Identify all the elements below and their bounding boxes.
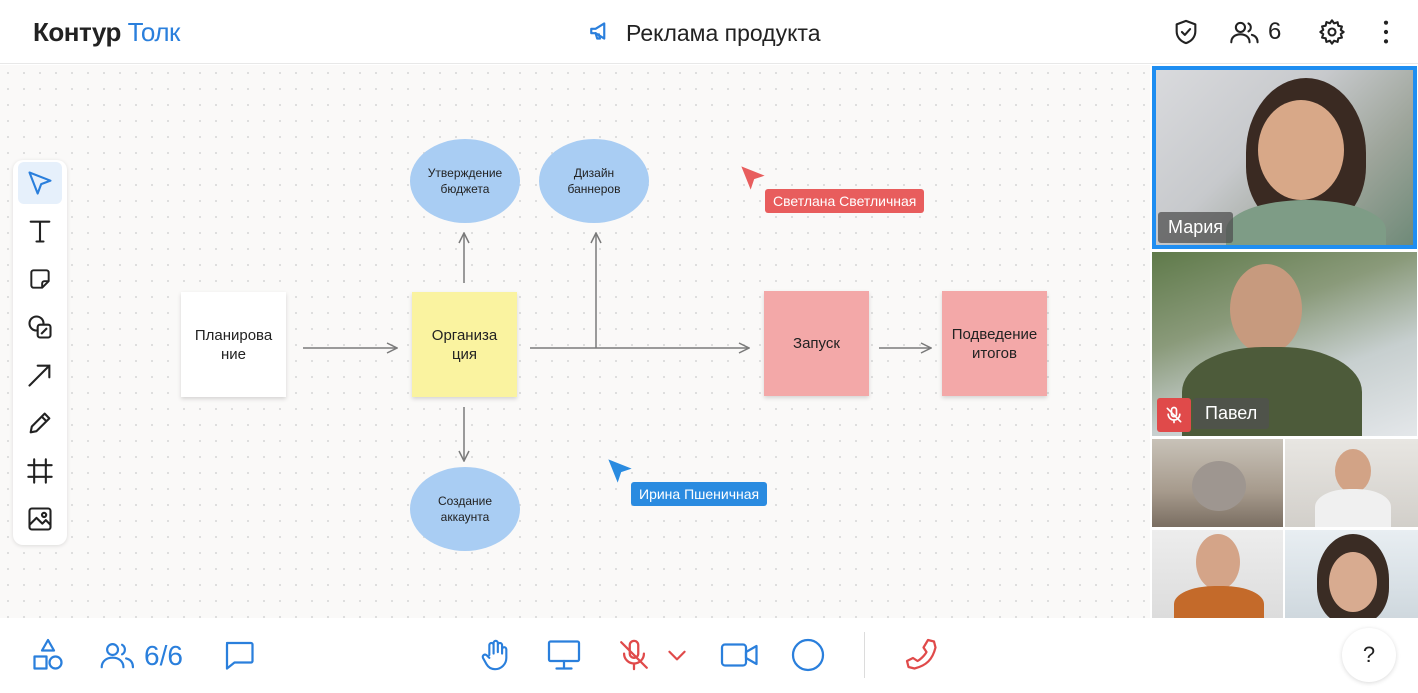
text-tool[interactable] [18, 210, 62, 252]
toolbar-divider [864, 632, 865, 678]
cursor-arrow-icon [741, 166, 765, 190]
participants-ratio[interactable]: 6/6 [144, 640, 183, 671]
video-tile-participant-6[interactable] [1285, 530, 1418, 618]
sticky-note-tool[interactable] [18, 258, 62, 300]
connectors-layer [303, 65, 1150, 618]
participant-face [1329, 552, 1377, 612]
sticky-note-icon [30, 269, 50, 289]
oval-budget-approval[interactable]: Утверждение бюджета [410, 139, 520, 223]
video-tile-maria[interactable]: Мария [1152, 66, 1417, 249]
sticky-launch[interactable]: Запуск [764, 291, 869, 396]
participants-icon[interactable] [1229, 18, 1259, 46]
meeting-title-text: Реклама продукта [626, 20, 821, 46]
cursor-label-irina: Ирина Пшеничная [631, 482, 768, 506]
frame-icon [27, 458, 53, 484]
shapes-apps-icon [33, 638, 63, 670]
image-tool[interactable] [18, 498, 62, 540]
camera-icon [720, 643, 758, 667]
participant-face [1192, 461, 1246, 511]
video-tile-participant-4[interactable] [1285, 439, 1418, 527]
participant-name-label: Мария [1158, 212, 1234, 243]
participant-shoulders [1315, 489, 1391, 527]
cursor-arrow-icon [608, 459, 632, 483]
app-logo[interactable]: Контур Толк [33, 17, 180, 48]
video-tile-pavel[interactable]: Павел [1152, 252, 1417, 436]
bottom-control-bar: 6/6 ? [0, 618, 1418, 693]
shapes-icon [28, 315, 52, 339]
megaphone-icon [588, 18, 614, 49]
chat-button[interactable] [220, 636, 258, 674]
apps-button[interactable] [29, 636, 67, 674]
arrow-tool[interactable] [18, 354, 62, 396]
screen-share-button[interactable] [545, 636, 583, 674]
gear-icon[interactable] [1318, 18, 1346, 46]
hang-up-button[interactable] [903, 636, 941, 674]
muted-mic-icon [1157, 398, 1191, 432]
camera-button[interactable] [719, 636, 761, 674]
sticky-results[interactable]: Подведение итогов [942, 291, 1047, 396]
drawing-toolbar [13, 160, 67, 545]
oval-account-creation[interactable]: Создание аккаунта [410, 467, 520, 551]
screen-share-icon [547, 640, 581, 670]
participant-shoulders [1174, 586, 1264, 618]
select-tool[interactable] [18, 162, 62, 204]
participant-face [1335, 449, 1371, 493]
participants-button[interactable] [99, 636, 137, 674]
phone-icon [905, 638, 937, 670]
shapes-tool[interactable] [18, 306, 62, 348]
oval-banner-design[interactable]: Дизайн баннеров [539, 139, 649, 223]
video-grid: Мария Павел [1151, 65, 1418, 618]
image-icon [28, 507, 52, 531]
pencil-tool[interactable] [18, 402, 62, 444]
microphone-toggle-button[interactable] [615, 636, 653, 674]
sticky-planning[interactable]: Планирова ние [181, 292, 286, 397]
text-icon [29, 220, 51, 243]
whiteboard-canvas[interactable]: Планирова ние Организа ция Запуск Подвед… [0, 65, 1150, 618]
help-button[interactable]: ? [1342, 628, 1396, 682]
security-shield-icon[interactable] [1172, 18, 1200, 46]
participant-face [1230, 264, 1302, 354]
chat-icon [225, 641, 254, 670]
microphone-options-button[interactable] [661, 636, 693, 674]
top-header: Контур Толк Реклама продукта 6 [0, 0, 1418, 64]
chevron-down-icon [668, 650, 686, 661]
logo-part-2: Толк [127, 17, 181, 47]
raise-hand-button[interactable] [476, 636, 514, 674]
logo-part-1: Контур [33, 17, 121, 47]
mic-off-icon [620, 639, 648, 671]
hand-icon [481, 639, 508, 671]
cursor-label-svetlana: Светлана Светличная [765, 189, 925, 213]
record-button[interactable] [789, 636, 827, 674]
circle-icon [791, 638, 825, 672]
participant-face [1258, 100, 1344, 200]
video-tile-participant-5[interactable] [1152, 530, 1283, 618]
meeting-title: Реклама продукта [588, 18, 821, 49]
more-menu-icon[interactable] [1372, 18, 1400, 46]
video-tile-cat[interactable] [1152, 439, 1283, 527]
select-icon [28, 171, 52, 195]
frame-tool[interactable] [18, 450, 62, 492]
participant-shoulders [1226, 200, 1386, 245]
participants-count[interactable]: 6 [1268, 18, 1282, 45]
sticky-organization[interactable]: Организа ция [412, 292, 517, 397]
participant-face [1196, 534, 1240, 590]
pencil-icon [29, 412, 51, 434]
arrow-icon [28, 364, 51, 387]
participant-name-label: Павел [1193, 398, 1270, 429]
participants-icon [100, 643, 135, 669]
